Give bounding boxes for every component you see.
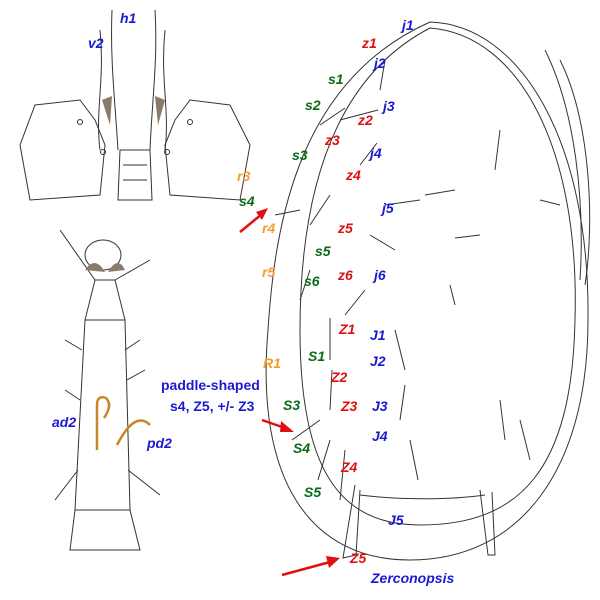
label-S1: S1 bbox=[308, 348, 325, 364]
annotation-line1: paddle-shaped bbox=[161, 377, 260, 393]
label-z5: z5 bbox=[337, 220, 353, 236]
label-Z2: Z2 bbox=[330, 369, 348, 385]
label-Z5: Z5 bbox=[349, 550, 367, 566]
label-z1: z1 bbox=[361, 35, 377, 51]
label-r5: r5 bbox=[262, 264, 275, 280]
label-v2: v2 bbox=[88, 35, 104, 51]
gnathosoma-drawing bbox=[19, 9, 251, 201]
label-j4: j4 bbox=[368, 145, 382, 161]
label-J3: J3 bbox=[372, 398, 388, 414]
label-pd2: pd2 bbox=[146, 435, 172, 451]
dorsal-shield-drawing bbox=[265, 21, 591, 561]
label-J4: J4 bbox=[372, 428, 388, 444]
label-j5: j5 bbox=[380, 200, 394, 216]
arrow-s4 bbox=[239, 213, 263, 233]
label-S5: S5 bbox=[304, 484, 321, 500]
label-j2: j2 bbox=[372, 55, 386, 71]
label-S4: S4 bbox=[293, 440, 310, 456]
label-ad2: ad2 bbox=[52, 414, 76, 430]
annotation-line2: s4, Z5, +/- Z3 bbox=[170, 398, 255, 414]
label-J1: J1 bbox=[370, 327, 386, 343]
label-J5: J5 bbox=[388, 512, 404, 528]
label-s1: s1 bbox=[328, 71, 344, 87]
label-z4: z4 bbox=[345, 167, 361, 183]
label-s3: s3 bbox=[292, 147, 308, 163]
label-r4: r4 bbox=[262, 220, 275, 236]
label-z2: z2 bbox=[357, 112, 373, 128]
label-Z1: Z1 bbox=[338, 321, 356, 337]
label-Z4: Z4 bbox=[340, 459, 358, 475]
arrow-Z5 bbox=[281, 560, 331, 577]
label-r3: r3 bbox=[237, 168, 250, 184]
seta-labels: h1 v2 j1 z1 j2 s1 s2 j3 z2 z3 s3 j4 z4 r… bbox=[52, 10, 414, 566]
leg-tarsus-drawing bbox=[54, 229, 161, 551]
label-j1: j1 bbox=[400, 17, 414, 33]
label-z3: z3 bbox=[324, 132, 340, 148]
label-R1: R1 bbox=[263, 355, 281, 371]
label-z6: z6 bbox=[337, 267, 353, 283]
label-h1: h1 bbox=[120, 10, 137, 26]
label-s6: s6 bbox=[304, 273, 320, 289]
label-Z3: Z3 bbox=[340, 398, 358, 414]
label-j6: j6 bbox=[372, 267, 386, 283]
label-S3: S3 bbox=[283, 397, 300, 413]
genus-label: Zerconopsis bbox=[370, 570, 454, 586]
label-s2: s2 bbox=[305, 97, 321, 113]
label-s5: s5 bbox=[315, 243, 331, 259]
label-J2: J2 bbox=[370, 353, 386, 369]
label-s4: s4 bbox=[239, 193, 255, 209]
setae bbox=[274, 59, 561, 501]
label-j3: j3 bbox=[381, 98, 395, 114]
arrows bbox=[239, 208, 340, 577]
